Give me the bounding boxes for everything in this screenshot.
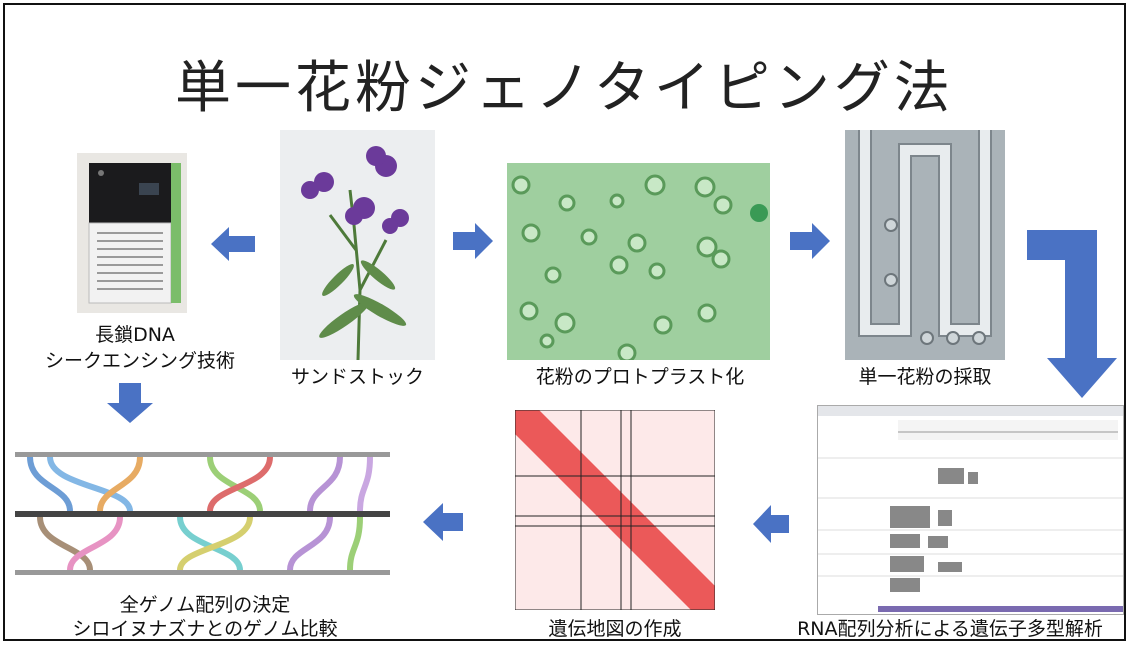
diagram-frame: 単一花粉ジェノタイピング法: [3, 3, 1126, 641]
label-sequencer-line2: シークエンシング技術: [45, 350, 236, 372]
label-plant: サンドストック: [290, 366, 424, 388]
diagram-title: 単一花粉ジェノタイピング法: [175, 56, 954, 121]
synteny-plot: [10, 447, 395, 587]
label-map: 遺伝地図の作成: [548, 618, 682, 640]
right-arrow-plant-to-protoplast: [453, 223, 493, 259]
sequencer-image: [77, 153, 187, 313]
bent-arrow-collection-to-rna: [1027, 230, 1127, 400]
label-genome-line2: シロイヌナズナとのゲノム比較: [72, 618, 338, 640]
genetic-map-heatmap: [515, 410, 715, 610]
right-arrow-protoplast-to-collection: [790, 223, 830, 259]
label-protoplast: 花粉のプロトプラスト化: [535, 366, 745, 388]
label-sequencer-line1: 長鎖DNA: [95, 324, 175, 346]
left-arrow-plant-to-sequencer: [211, 227, 255, 261]
protoplast-micrograph: [507, 163, 770, 360]
down-arrow-sequencer-to-genome: [107, 383, 153, 423]
label-rna: RNA配列分析による遺伝子多型解析: [797, 618, 1103, 640]
microfluidic-image: [845, 130, 1005, 360]
label-collection: 単一花粉の採取: [858, 366, 992, 388]
left-arrow-map-to-genome: [423, 503, 463, 541]
plant-image: [280, 130, 435, 360]
left-arrow-rna-to-map: [753, 505, 789, 543]
rna-browser-screenshot: [817, 405, 1124, 615]
label-genome-line1: 全ゲノム配列の決定: [119, 594, 291, 616]
